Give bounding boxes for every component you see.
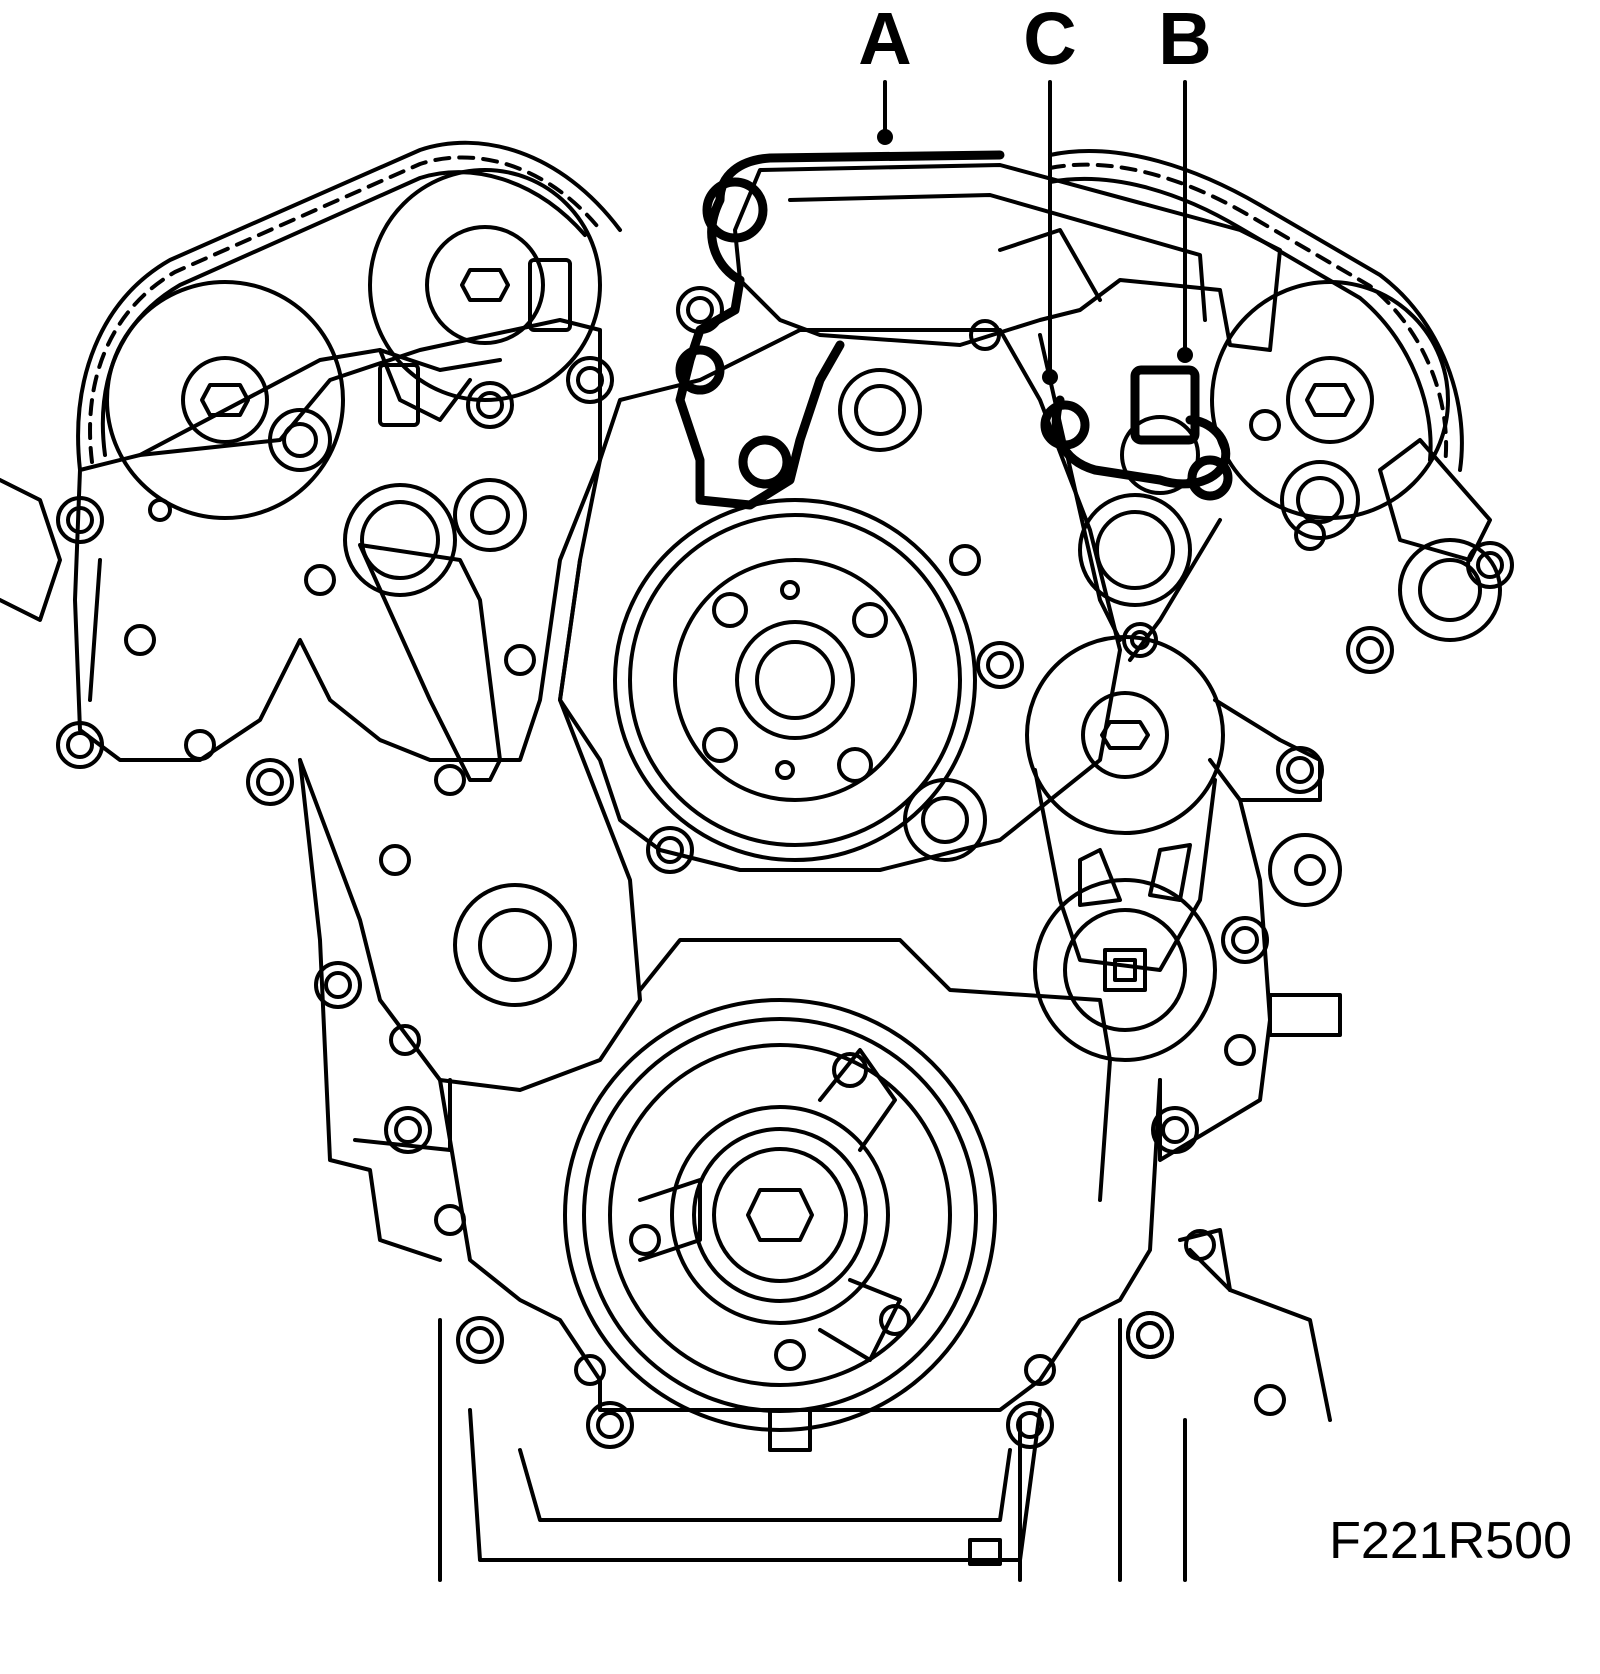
callout-label-b: B [1158,0,1211,80]
lower-cover-and-oil-pan [438,938,1187,1582]
bolt [646,826,694,874]
bolt [456,1316,504,1364]
water-pump-pulley [613,498,977,862]
idler-pulley [1033,878,1217,1062]
callout-a-dot [877,129,893,145]
bolt [384,1106,432,1154]
bolt [976,641,1024,689]
left-idler-wheels [268,368,1502,1007]
bolt [1221,916,1269,964]
bolt-heads [56,286,1514,1449]
left-timing-cover [73,318,602,782]
callout-b-dot [1177,347,1193,363]
bolt [56,496,104,544]
callout-label-a: A [858,0,911,80]
bolt [246,758,294,806]
callout-c-dot [1042,369,1058,385]
bolt [1276,746,1324,794]
callout-leaders [877,80,1193,385]
coolant-crossover-pipe [733,163,1282,352]
bolt [466,381,514,429]
gasket-outline-b [1040,365,1233,501]
left-side-housing [0,478,452,1262]
crankshaft-damper [563,998,997,1432]
bolt [676,286,724,334]
figure-code: F221R500 [1329,1512,1572,1570]
left-upper-cam-sprocket [368,168,602,402]
belt-tensioner [1025,635,1322,972]
bolt [1006,1401,1054,1449]
bolt [314,961,362,1009]
gasket-outline-a [675,150,1005,510]
bolt [56,721,104,769]
front-cover-center [298,328,1122,1092]
chain-guides [138,258,1492,662]
small-holes [124,319,1326,1416]
bolt [566,356,614,404]
bolt [1346,626,1394,674]
bolt [586,1401,634,1449]
callout-label-c: C [1023,0,1076,80]
left-lower-cam-sprocket [105,280,345,520]
bolt [1151,1106,1199,1154]
bolt [1126,1311,1174,1359]
